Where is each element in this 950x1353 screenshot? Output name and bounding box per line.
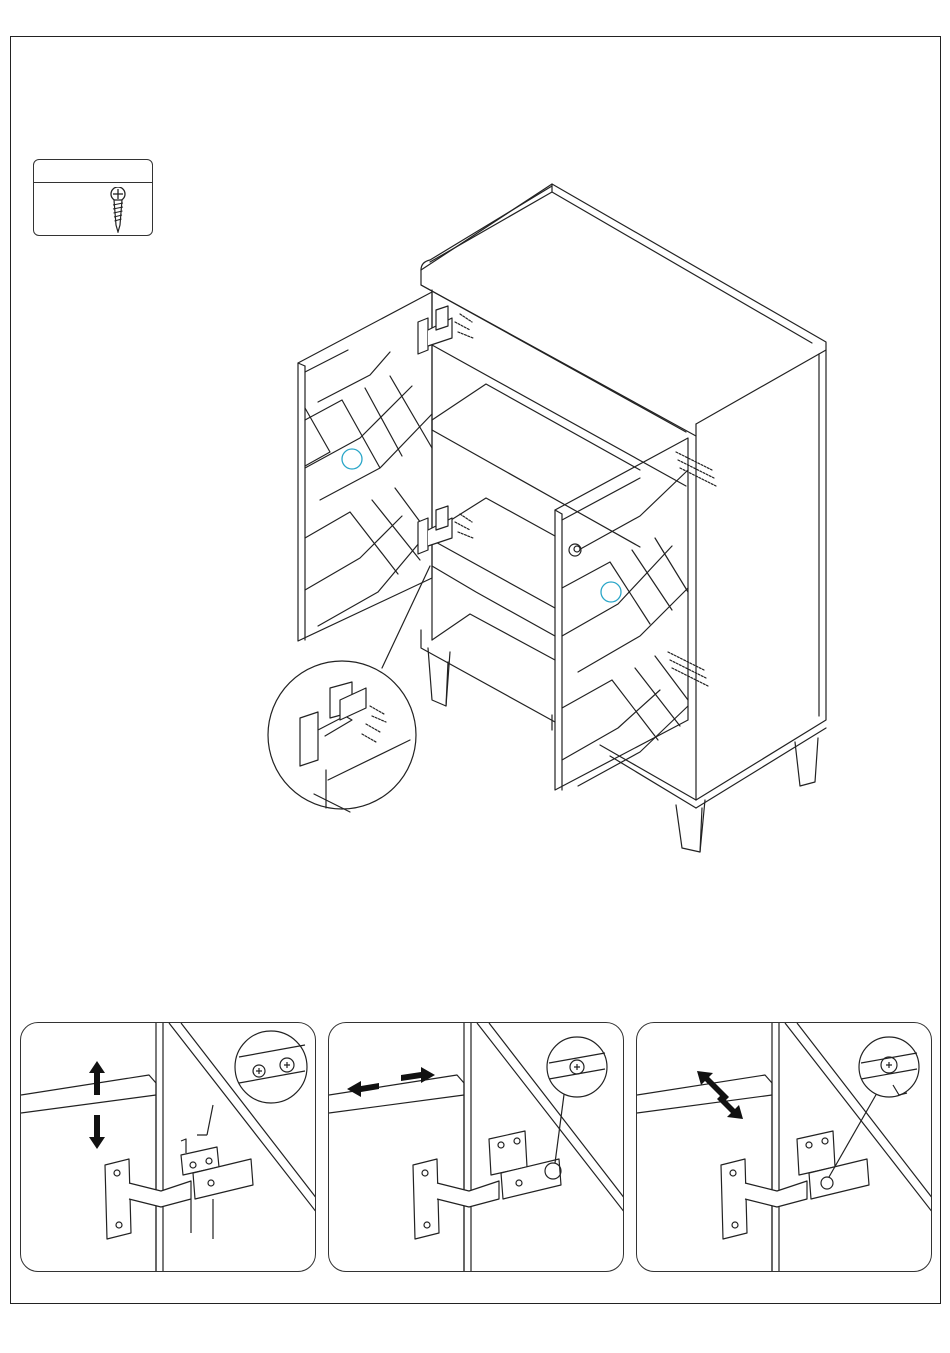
horizontal-double-arrow-icon [347,1067,435,1097]
hinge-adjust-panel-horizontal [328,1022,624,1272]
vertical-double-arrow-icon [89,1061,105,1149]
door-marker-left [342,449,362,469]
hinge-adjust-panel-vertical [20,1022,316,1272]
door-marker-right [601,582,621,602]
cabinet-illustration [0,0,950,1000]
diagonal-double-arrow-icon [697,1071,743,1119]
hinge-adjust-panel-depth [636,1022,932,1272]
